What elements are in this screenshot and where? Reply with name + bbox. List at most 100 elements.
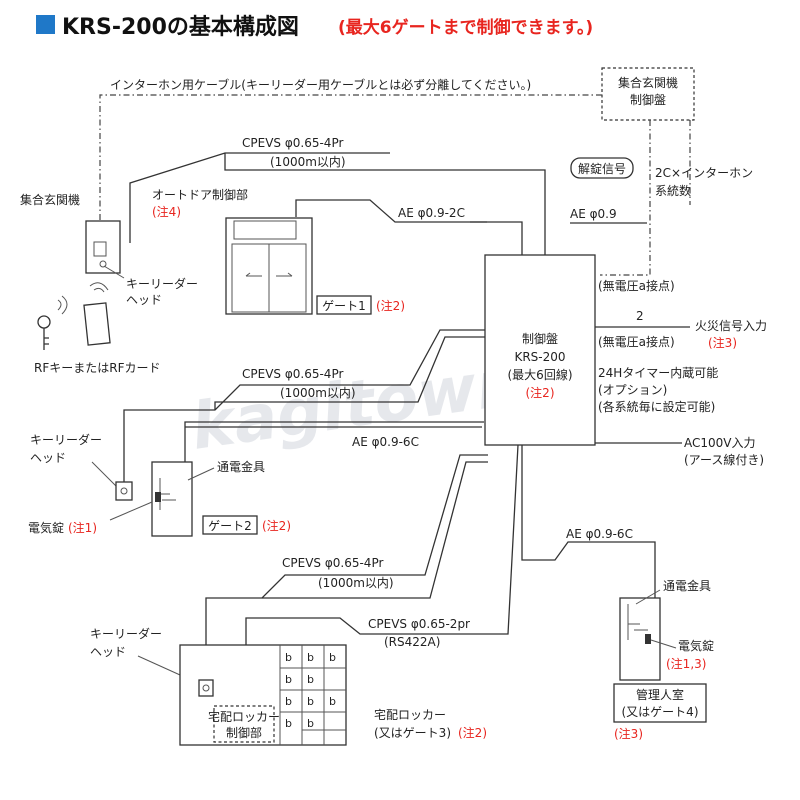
cpevs-mid-label: CPEVS φ0.65-4Pr <box>242 367 343 381</box>
strike-1-label: 通電金具 <box>217 459 265 474</box>
reader-2-pointer <box>91 461 117 487</box>
unlock-signal-box <box>570 157 634 179</box>
reader-2 <box>115 481 133 501</box>
svg-text:b: b <box>307 651 314 664</box>
gate1-box <box>316 295 372 315</box>
intercom-systems-label: 2C×インターホン <box>655 166 753 180</box>
title-square-icon <box>36 15 55 34</box>
cpevs-top-line <box>129 152 546 255</box>
key-reader-head-label-2b: ヘッド <box>30 451 66 465</box>
locker-label: 宅配ロッカー <box>374 707 446 722</box>
auto-door-note: (注4) <box>152 204 181 219</box>
reader-3-dot <box>202 684 210 692</box>
cpevs-mid-line <box>123 329 485 482</box>
entrance-reader <box>99 260 107 268</box>
electric-lock-2-pointer <box>650 639 677 649</box>
ae-09-label: AE φ0.9 <box>570 207 617 221</box>
intercom-link-line <box>600 120 651 276</box>
svg-text:b: b <box>285 695 292 708</box>
gate2-box <box>202 515 258 535</box>
gate1-label: ゲート1 <box>322 299 366 313</box>
key-reader-head-label-1b: ヘッド <box>126 293 162 307</box>
electric-lock-2-note: (注1,3) <box>666 656 706 671</box>
rf-key-icon <box>37 295 68 350</box>
locker-marks: b b b b b b b b b b <box>285 651 336 730</box>
svg-text:b: b <box>285 717 292 730</box>
cpevs-rs-line <box>245 444 519 710</box>
rf-key-label: RFキーまたはRFカード <box>34 361 160 375</box>
manager-room-label-2: (又はゲート4) <box>622 705 699 719</box>
entrance-unit-label: 集合玄関機 <box>20 192 80 207</box>
main-controller-box <box>484 254 596 446</box>
ae-6c-mid-label: AE φ0.9-6C <box>352 435 419 449</box>
rs422-label: (RS422A) <box>384 635 440 649</box>
two-label: 2 <box>636 309 644 323</box>
key-reader-head-label-3a: キーリーダー <box>90 626 162 641</box>
svg-text:b: b <box>285 651 292 664</box>
key-reader-head-label-3b: ヘッド <box>90 645 126 659</box>
electric-lock-1-pointer <box>109 501 153 521</box>
controller-note: (注2) <box>526 385 555 400</box>
ae-2c-label: AE φ0.9-2C <box>398 206 465 220</box>
manager-lock <box>645 634 651 644</box>
timer-label-1: 24Hタイマー内蔵可能 <box>598 366 718 380</box>
intercom-controller-label-2: 制御盤 <box>630 92 666 107</box>
electric-lock-1-note: (注1) <box>68 520 97 535</box>
unlock-signal-label: 解錠信号 <box>578 161 626 176</box>
ae-2c-line <box>295 199 487 223</box>
intercom-controller-label: 集合玄関機 <box>618 75 678 90</box>
ac-power-label: AC100V入力 <box>684 436 756 450</box>
cpevs-low-length: (1000m以内) <box>318 576 394 590</box>
gate2-label: ゲート2 <box>208 519 252 533</box>
manager-room-box <box>613 683 707 723</box>
locker-label-2: (又はゲート3) <box>374 726 451 740</box>
ae-6c-right-label: AE φ0.9-6C <box>566 527 633 541</box>
auto-door-header <box>233 220 297 240</box>
entrance-keypad <box>93 241 107 257</box>
auto-door-label: オートドア制御部 <box>152 187 248 202</box>
reader-3 <box>198 679 214 697</box>
strike-2-pointer <box>635 589 661 605</box>
reader-2-dot <box>120 487 128 495</box>
key-reader-head-label-1a: キーリーダー <box>126 276 198 291</box>
manager-room-label: 管理人室 <box>636 687 684 702</box>
cpevs-mid-line-2 <box>214 336 485 410</box>
electric-lock-2-label: 電気錠 <box>678 638 714 653</box>
key-reader-head-label-2a: キーリーダー <box>30 432 102 447</box>
electric-lock-1-label: 電気錠 <box>28 520 64 535</box>
intercom-controller-box <box>601 67 695 121</box>
strike-1-pointer <box>187 467 215 481</box>
timer-label-3: (各系統毎に設定可能) <box>598 399 715 414</box>
gate1-note: (注2) <box>376 298 405 313</box>
ac-power-label-2: (アース線付き) <box>684 452 764 467</box>
intercom-cable-line <box>99 94 602 238</box>
cpevs-low-line-2 <box>262 461 488 599</box>
timer-label-2: (オプション) <box>598 383 667 397</box>
ae-6c-right-line <box>521 445 656 598</box>
cpevs-low-line <box>205 454 488 684</box>
ae-6c-mid-line <box>184 421 484 470</box>
manager-room-note: (注3) <box>614 726 643 741</box>
strike-2-label: 通電金具 <box>663 578 711 593</box>
locker-controller-label: 宅配ロッカー <box>208 709 280 724</box>
controller-label-3: (最大6回線) <box>508 367 573 382</box>
controller-label-1: 制御盤 <box>522 331 558 346</box>
dry-contact-label-1: (無電圧a接点) <box>598 278 675 293</box>
locker-controller-label-2: 制御部 <box>226 725 262 740</box>
locker-grid <box>279 645 346 745</box>
manager-door-hardware <box>627 604 648 640</box>
cpevs-low-label: CPEVS φ0.65-4Pr <box>282 556 383 570</box>
locker-controller-box <box>213 705 275 743</box>
locker-note: (注2) <box>458 725 487 740</box>
svg-text:b: b <box>307 673 314 686</box>
rf-card-icon <box>83 282 111 346</box>
cpevs-top-label: CPEVS φ0.65-4Pr <box>242 136 343 150</box>
controller-label-2: KRS-200 <box>514 350 565 364</box>
svg-text:b: b <box>329 651 336 664</box>
intercom-systems-label-2: 系統数 <box>655 183 691 198</box>
cpevs-top-length: (1000m以内) <box>270 155 346 169</box>
manager-door <box>619 597 661 681</box>
fire-signal-label: 火災信号入力 <box>695 319 767 333</box>
svg-text:b: b <box>307 717 314 730</box>
